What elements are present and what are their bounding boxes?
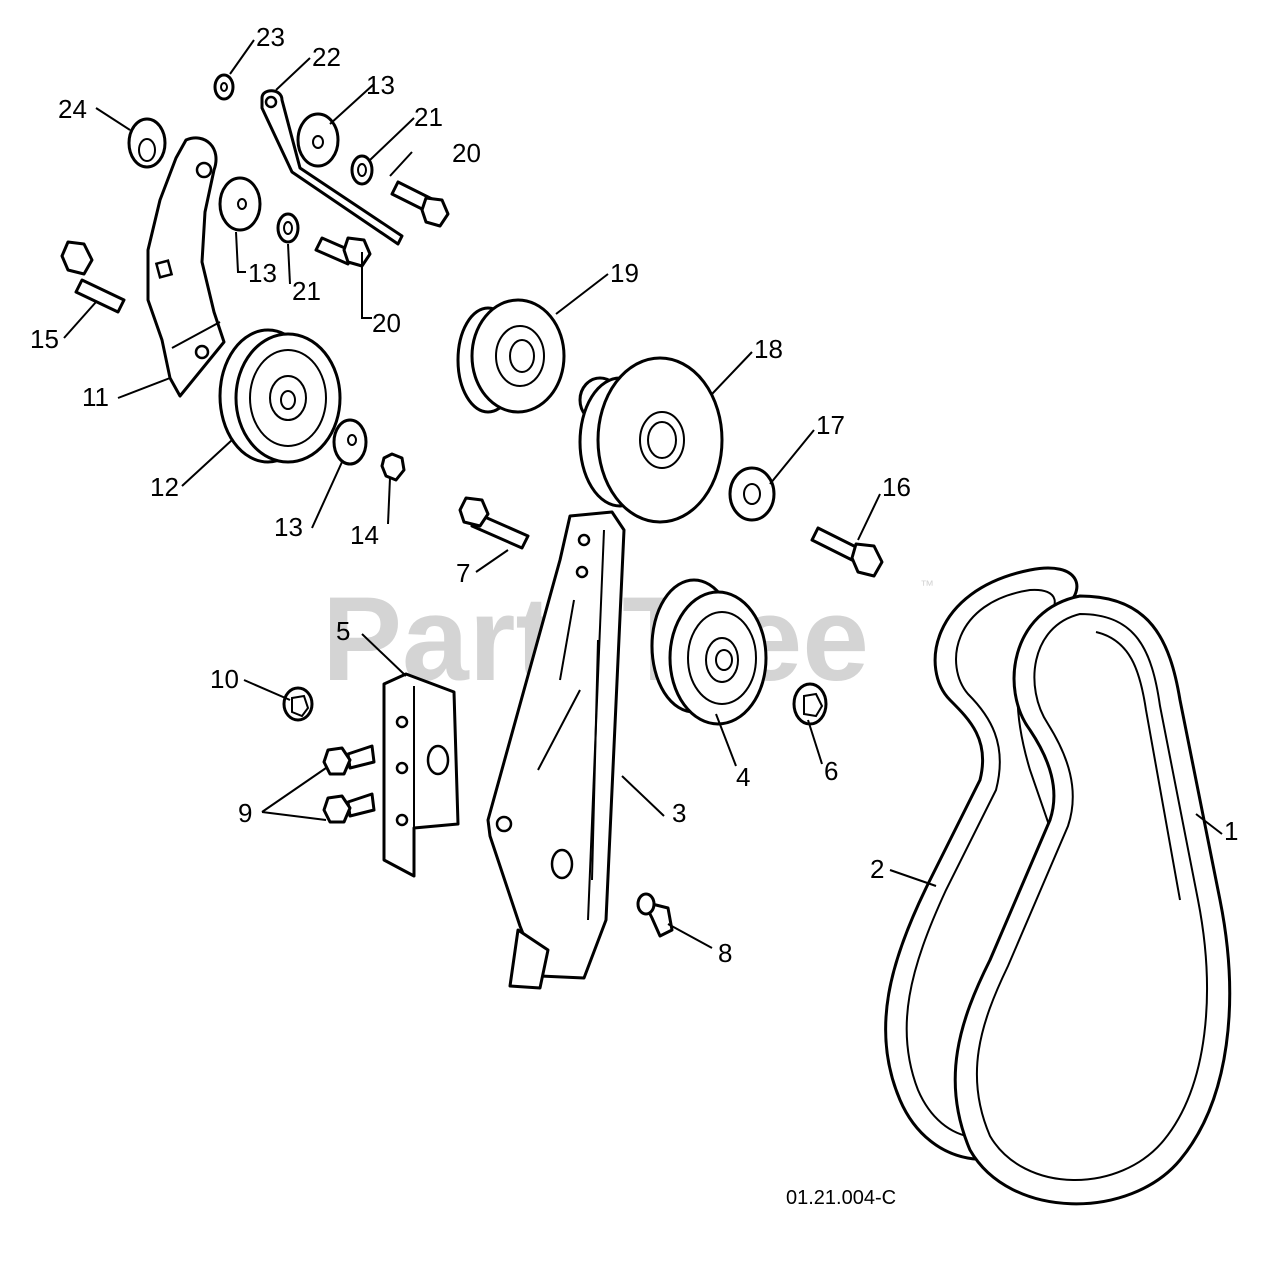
callout-23[interactable]: 23 bbox=[256, 22, 285, 52]
callout-13-top[interactable]: 13 bbox=[366, 70, 395, 100]
callout-20-mid[interactable]: 20 bbox=[372, 308, 401, 338]
part-bolt-16[interactable] bbox=[810, 526, 884, 578]
callout-10[interactable]: 10 bbox=[210, 664, 239, 694]
part-bolt-15[interactable] bbox=[60, 240, 126, 314]
callout-22[interactable]: 22 bbox=[312, 42, 341, 72]
part-nut-6[interactable] bbox=[792, 682, 828, 726]
callout-18[interactable]: 18 bbox=[754, 334, 783, 364]
part-lock-washer-23[interactable] bbox=[213, 73, 235, 101]
part-bolt-20-top[interactable] bbox=[390, 180, 450, 228]
callout-21-top[interactable]: 21 bbox=[414, 102, 443, 132]
part-belt-1[interactable] bbox=[953, 594, 1232, 1206]
callout-5[interactable]: 5 bbox=[336, 616, 350, 646]
part-bolt-8[interactable] bbox=[636, 892, 674, 938]
part-washer-13-low[interactable] bbox=[332, 418, 368, 466]
part-bolt-7[interactable] bbox=[458, 496, 530, 550]
part-lock-washer-21-top[interactable] bbox=[350, 154, 374, 186]
callout-14[interactable]: 14 bbox=[350, 520, 379, 550]
part-nut-10[interactable] bbox=[282, 686, 314, 722]
part-screw-9-upper[interactable] bbox=[322, 744, 376, 776]
part-washer-13-top[interactable] bbox=[296, 112, 340, 168]
watermark-trademark: ™ bbox=[920, 577, 934, 593]
part-arm-3[interactable] bbox=[486, 510, 626, 990]
part-nut-14[interactable] bbox=[380, 452, 406, 482]
callout-16[interactable]: 16 bbox=[882, 472, 911, 502]
part-rod-22[interactable] bbox=[260, 89, 404, 246]
part-pulley-4[interactable] bbox=[650, 578, 768, 726]
callout-24[interactable]: 24 bbox=[58, 94, 87, 124]
part-spacer-17[interactable] bbox=[728, 466, 776, 522]
part-washer-13-mid[interactable] bbox=[218, 176, 262, 232]
part-plate-5[interactable] bbox=[382, 672, 460, 878]
callout-11[interactable]: 11 bbox=[82, 382, 109, 412]
part-bracket-11[interactable] bbox=[146, 136, 226, 398]
callout-19[interactable]: 19 bbox=[610, 258, 639, 288]
leader-lines bbox=[63, 39, 1223, 949]
callout-7[interactable]: 7 bbox=[456, 558, 470, 588]
callout-labels: 1 2 3 4 5 6 7 8 9 10 11 12 13 13 13 14 1… bbox=[30, 22, 1238, 968]
drawing-code: 01.21.004-C bbox=[786, 1187, 896, 1209]
callout-13-low[interactable]: 13 bbox=[274, 512, 303, 542]
callout-12[interactable]: 12 bbox=[150, 472, 179, 502]
part-pulley-19[interactable] bbox=[456, 298, 566, 414]
callout-15[interactable]: 15 bbox=[30, 324, 59, 354]
callout-20-top[interactable]: 20 bbox=[452, 138, 481, 168]
callout-21-mid[interactable]: 21 bbox=[292, 276, 321, 306]
callout-6[interactable]: 6 bbox=[824, 756, 838, 786]
part-lock-washer-21-mid[interactable] bbox=[276, 212, 300, 244]
part-spacer-24[interactable] bbox=[127, 117, 167, 169]
part-pulley-18[interactable] bbox=[578, 356, 724, 524]
callout-4[interactable]: 4 bbox=[736, 762, 750, 792]
callout-8[interactable]: 8 bbox=[718, 938, 732, 968]
callout-13-mid[interactable]: 13 bbox=[248, 258, 277, 288]
callout-1[interactable]: 1 bbox=[1224, 816, 1238, 846]
callout-3[interactable]: 3 bbox=[672, 798, 686, 828]
callout-9[interactable]: 9 bbox=[238, 798, 252, 828]
callout-2[interactable]: 2 bbox=[870, 854, 884, 884]
part-pulley-12[interactable] bbox=[218, 328, 342, 464]
part-screw-9-lower[interactable] bbox=[322, 792, 376, 824]
callout-17[interactable]: 17 bbox=[816, 410, 845, 440]
